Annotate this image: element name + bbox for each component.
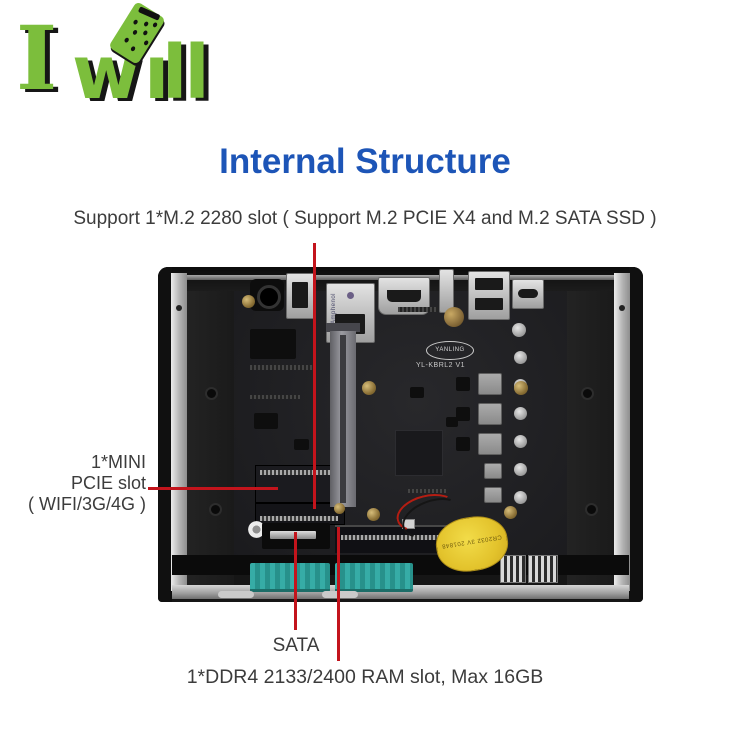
brand-logo: I w ı ll [16,1,216,116]
case-foot [218,591,254,598]
mini-pcie-callout-line [148,487,278,490]
mini-pcie-label-line2: PCIE slot [70,473,146,493]
mini-pc-internal-photo: Amphenol [158,267,643,602]
usb-c-slot [518,289,538,298]
logo-letter-dotless-i: ı [144,30,169,116]
case-right-wall [629,267,643,602]
sata-connector [270,531,316,539]
chip [294,439,309,450]
front-panel-connector [335,563,413,592]
pad-row [408,489,448,493]
mini-pcie-label: 1*MINI PCIE slot ( WIFI/3G/4G ) [6,452,146,515]
m2-standoff-screw [334,503,345,514]
nic-chip [250,329,296,359]
board-screw [248,521,265,538]
usb-port [286,273,315,319]
dc-jack [250,279,284,311]
wall-hole [585,503,598,516]
board-model-text: YL-KBRL2 V1 [416,362,466,369]
logo-letters-ll: ll [162,30,210,116]
inductor [484,463,502,479]
capacitor [514,351,527,364]
inductor [484,487,502,503]
case-right-rail [614,273,630,591]
battery-label: CR2032 3V 201848 [441,533,502,549]
chip [410,387,424,398]
wall-hole [205,387,218,400]
case-left-wall [158,267,172,602]
mosfet [456,377,470,391]
wall-hole [209,503,222,516]
pad-row [250,395,300,399]
mosfet [456,437,470,451]
sata-callout-line [294,532,297,630]
usb-stack-port [468,271,510,320]
battery-connector [402,519,415,529]
leaf-dots [132,18,139,26]
chip [446,417,458,427]
usb-slot [292,282,308,308]
slot-contacts [260,516,338,521]
pin-header [528,555,558,583]
ram-label: 1*DDR4 2133/2400 RAM slot, Max 16GB [186,666,544,688]
leaf-tip [137,6,161,21]
pin-header [500,555,526,583]
ram-callout-line [337,527,340,661]
case-inner-wall-left [187,291,234,591]
capacitor [512,323,526,337]
standoff-screw [504,506,517,519]
usb-slot [475,298,503,310]
wall-hole [581,387,594,400]
pad-row [250,365,316,370]
front-panel-connector [250,563,330,592]
sata-label: SATA [272,635,320,656]
board-vendor-logo: YANLING [426,341,474,360]
m2-support-caption: Support 1*M.2 2280 slot ( Support M.2 PC… [73,208,657,229]
usb-c-port [512,279,544,309]
pad-row [398,307,438,312]
capacitor [514,407,527,420]
ram-contacts [341,535,475,540]
standoff-screw [514,381,528,395]
capacitor [514,463,527,476]
mini-pcie-contacts [260,470,340,475]
inductor [478,403,502,425]
case-inner-wall-right [567,291,614,591]
inductor [478,433,502,455]
m2-connector [326,323,360,332]
case-left-rail [171,273,187,591]
ethernet-led [347,292,354,299]
standoff-screw [242,295,255,308]
standoff-screw [362,381,376,395]
m2-groove [340,335,346,503]
capacitor [514,435,527,448]
chip [254,413,278,429]
power-button [444,307,464,327]
ethernet-brand-label: Amphenol [331,292,337,324]
case-foot [322,591,358,598]
logo-letter-i: I [16,6,58,110]
hdmi-slot [387,290,421,302]
mini-pcie-label-line3: ( WIFI/3G/4G ) [27,494,146,514]
capacitor [514,491,527,504]
rail-screw [176,305,182,311]
usb-slot [475,278,503,290]
inductor [478,373,502,395]
mini-pcie-label-line1: 1*MINI [90,452,146,472]
rail-screw [619,305,625,311]
m2-2280-slot [330,331,356,507]
mosfet [456,407,470,421]
m2-callout-line [313,243,316,509]
standoff-screw [367,508,380,521]
cpu-area [395,430,443,476]
page-title: Internal Structure [219,142,511,181]
dc-jack-pin [257,285,281,309]
